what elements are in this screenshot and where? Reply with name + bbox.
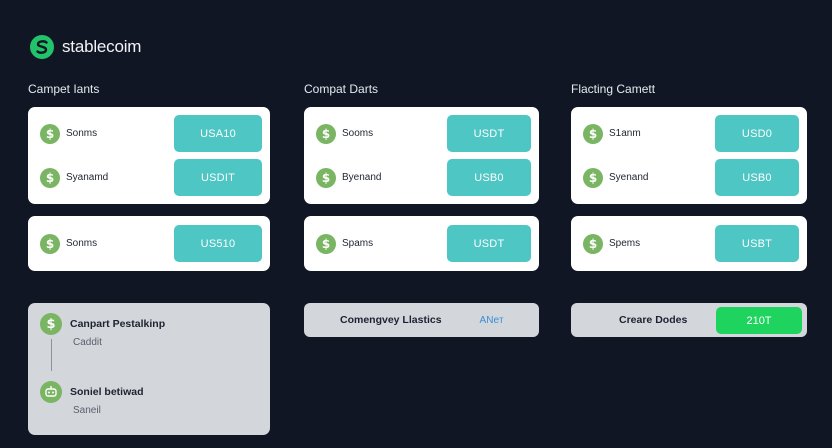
activity-title: Canpart Pestalkinp	[70, 318, 166, 330]
analytics-link[interactable]: ANeт	[479, 314, 504, 326]
column-title: Campet Iants	[28, 82, 100, 96]
dollar-coin-icon: $	[583, 233, 603, 254]
token-value-button[interactable]: USDT	[447, 225, 531, 262]
dollar-coin-icon: $	[583, 167, 603, 188]
token-value-button[interactable]: USDIT	[174, 159, 262, 196]
token-value-button[interactable]: US510	[174, 225, 262, 262]
column-3: Flacting Camett $ S1anm USD0 $ Syenand U…	[571, 82, 807, 271]
token-label: Syanamd	[66, 172, 109, 183]
token-row: $ Spems USBT	[583, 225, 799, 262]
dollar-coin-icon: $	[583, 123, 603, 144]
column-2: Compat Darts $ Sooms USDT $ Byenand USB0…	[304, 82, 539, 271]
token-card-single: $ Spams USDT	[304, 216, 539, 271]
token-value-button[interactable]: USB0	[447, 159, 531, 196]
token-row: $ Sonms USA10	[40, 115, 262, 152]
token-row: $ Sonms US510	[40, 225, 262, 262]
app-logo[interactable]: stablecoim	[30, 35, 141, 59]
token-row: $ Sooms USDT	[316, 115, 531, 152]
activity-panel: $ Canpart Pestalkinp Caddit Soniel betiw…	[28, 303, 270, 435]
token-value-button[interactable]: USD0	[715, 115, 799, 152]
token-row: $ Byenand USB0	[316, 159, 531, 196]
token-label: Byenand	[342, 172, 382, 183]
token-label: Spems	[609, 238, 641, 249]
token-card-single: $ Sonms US510	[28, 216, 270, 271]
token-label: Sonms	[66, 128, 98, 139]
dollar-coin-icon: $	[40, 233, 60, 254]
create-label: Creare Dodes	[619, 314, 688, 326]
column-title: Compat Darts	[304, 82, 379, 96]
token-row: $ Syenand USB0	[583, 159, 799, 196]
token-card-single: $ Spems USBT	[571, 216, 807, 271]
timeline-connector	[51, 339, 52, 371]
token-label: Sonms	[66, 238, 98, 249]
token-row: $ Syanamd USDIT	[40, 159, 262, 196]
create-button[interactable]: 210T	[716, 307, 802, 334]
token-row: $ Spams USDT	[316, 225, 531, 262]
activity-item[interactable]: $ Canpart Pestalkinp	[40, 313, 165, 335]
activity-subtitle: Saneil	[73, 405, 101, 416]
create-panel: Creare Dodes 210T	[571, 303, 807, 337]
dollar-coin-icon: $	[40, 123, 60, 144]
column-title: Flacting Camett	[571, 82, 656, 96]
token-row: $ S1anm USD0	[583, 115, 799, 152]
brand-name: stablecoim	[62, 37, 142, 56]
dollar-coin-icon: $	[316, 233, 336, 254]
dollar-coin-icon: $	[40, 167, 60, 188]
activity-item[interactable]: Soniel betiwad	[40, 381, 144, 403]
token-label: Spams	[342, 238, 374, 249]
dollar-coin-icon: $	[316, 167, 336, 188]
activity-subtitle: Caddit	[73, 337, 102, 348]
token-label: S1anm	[609, 128, 641, 139]
token-value-button[interactable]: USDT	[447, 115, 531, 152]
dollar-coin-icon: $	[316, 123, 336, 144]
stablecoin-logo-icon	[30, 35, 54, 59]
analytics-label: Comengvey Llastics	[340, 314, 442, 326]
token-value-button[interactable]: USA10	[174, 115, 262, 152]
column-1: Campet Iants $ Sonms USA10 $ Syanamd USD…	[28, 82, 270, 271]
token-value-button[interactable]: USB0	[715, 159, 799, 196]
activity-title: Soniel betiwad	[70, 386, 144, 398]
dollar-coin-icon: $	[40, 313, 62, 335]
analytics-panel: Comengvey Llastics ANeт	[304, 303, 539, 337]
token-card: $ Sooms USDT $ Byenand USB0	[304, 107, 539, 204]
token-card: $ S1anm USD0 $ Syenand USB0	[571, 107, 807, 204]
token-value-button[interactable]: USBT	[715, 225, 799, 262]
token-card: $ Sonms USA10 $ Syanamd USDIT	[28, 107, 270, 204]
token-label: Syenand	[609, 172, 649, 183]
token-label: Sooms	[342, 128, 374, 139]
robot-coin-icon	[40, 381, 62, 403]
